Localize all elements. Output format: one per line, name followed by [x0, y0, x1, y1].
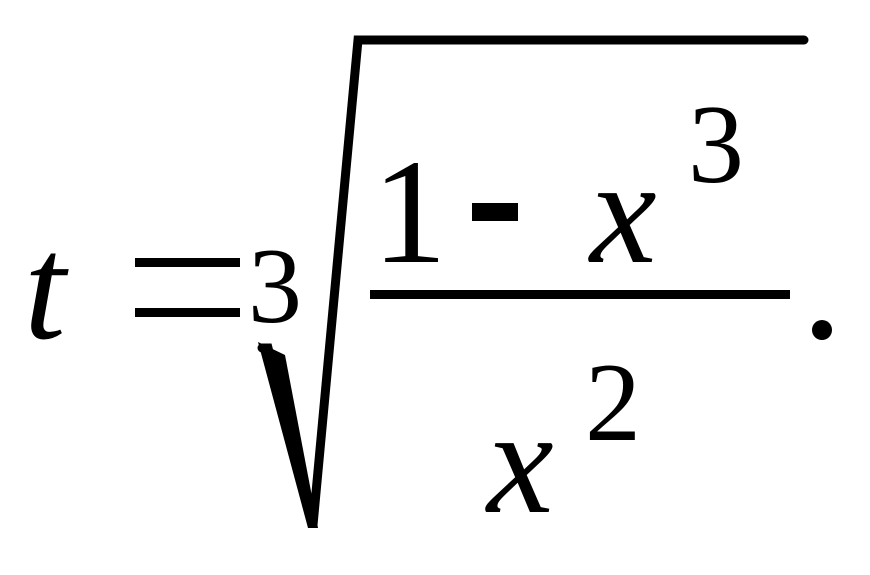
radical-hook	[258, 342, 318, 528]
equals-bar-top	[135, 258, 240, 267]
numerator-exponent: 3	[688, 83, 744, 207]
terminal-period	[812, 320, 832, 340]
lhs-variable: t	[24, 205, 69, 371]
root-index: 3	[248, 227, 302, 346]
denominator-variable: x	[485, 379, 554, 545]
numerator-constant: 1	[372, 129, 447, 295]
equals-bar-bottom	[135, 308, 240, 317]
equals-sign: =	[135, 258, 240, 317]
fraction-bar	[370, 290, 790, 299]
numerator: 1 - x 3	[372, 83, 744, 295]
denominator-exponent: 2	[585, 341, 641, 465]
numerator-variable: x	[588, 129, 657, 295]
minus-sign	[472, 203, 518, 221]
denominator: x 2	[485, 341, 641, 545]
